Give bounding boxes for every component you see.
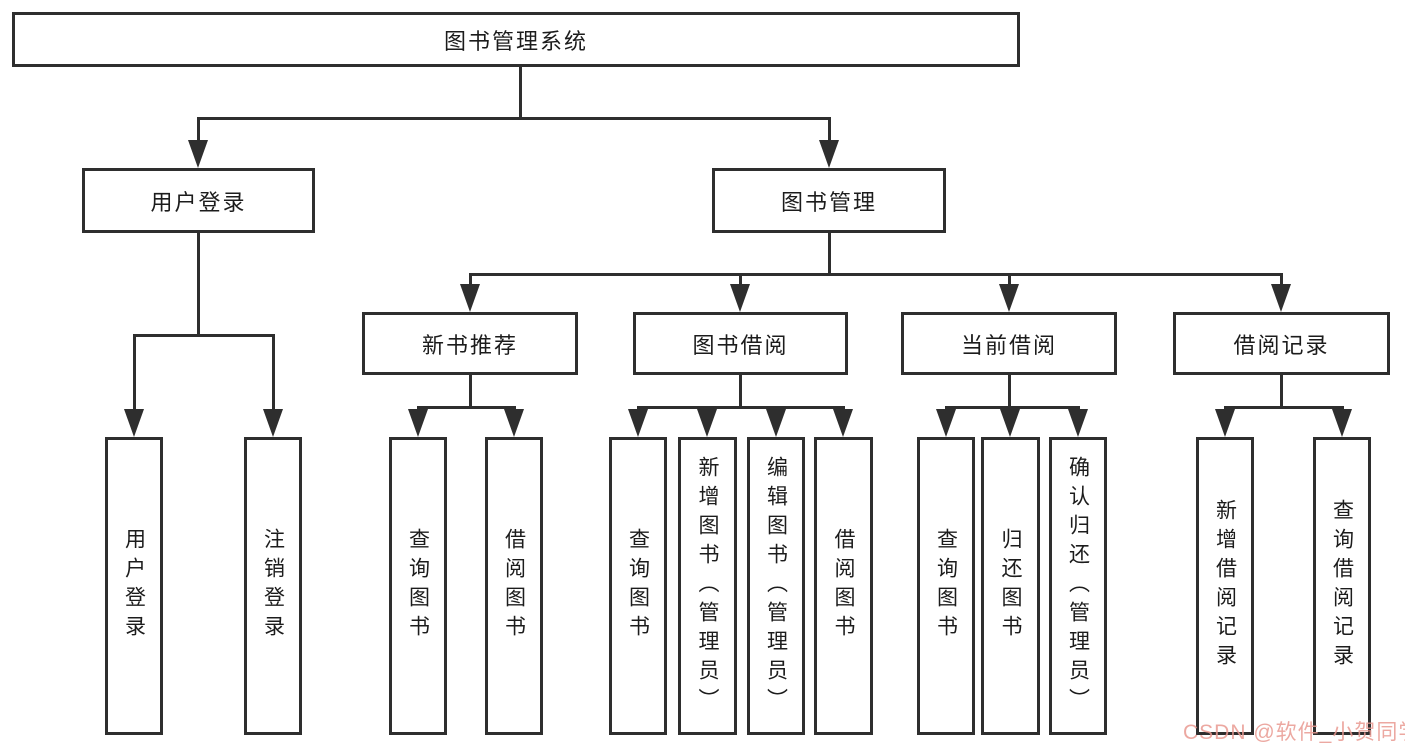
arrow-borrow-record (1271, 284, 1291, 312)
arrow-current-return (1000, 409, 1020, 437)
connector-book-management-stem (828, 233, 831, 275)
connector-current-borrow-horizontal (945, 406, 1080, 409)
node-current-borrowing: 当前借阅 (901, 312, 1117, 375)
connector-drop-user-login (197, 117, 200, 143)
arrow-current-borrow (999, 284, 1019, 312)
arrow-book-borrow (730, 284, 750, 312)
leaf-current-query-book: 查询图书 (917, 437, 975, 735)
node-user-login-label: 用户登录 (150, 189, 247, 215)
leaf-current-return-book-label: 归还图书 (999, 528, 1022, 644)
leaf-record-add-borrow-record-label: 新增借阅记录 (1213, 499, 1237, 673)
connector-new-book-stem (469, 375, 472, 408)
leaf-newbook-borrow-book: 借阅图书 (485, 437, 543, 735)
connector-current-borrow-stem (1008, 375, 1011, 408)
leaf-user-login-label: 用户登录 (122, 528, 146, 644)
leaf-borrow-borrow-book-label: 借阅图书 (832, 528, 855, 644)
connector-drop-book-management (828, 117, 831, 143)
connector-new-book-horizontal (417, 406, 516, 409)
connector-book-borrow-stem (739, 375, 742, 408)
connector-borrow-record-horizontal (1224, 406, 1344, 409)
arrow-record-query (1332, 409, 1352, 437)
arrow-borrow-borrow (833, 409, 853, 437)
leaf-borrow-add-book-admin-label: 新增图书（管理员） (696, 455, 719, 717)
node-root-system-label: 图书管理系统 (443, 28, 588, 54)
leaf-current-confirm-return-admin: 确认归还（管理员） (1049, 437, 1107, 735)
leaf-borrow-borrow-book: 借阅图书 (814, 437, 873, 735)
connector-borrow-record-stem (1280, 375, 1283, 408)
node-book-borrowing-label: 图书借阅 (692, 332, 789, 358)
arrow-borrow-query (628, 409, 648, 437)
leaf-borrow-query-book-label: 查询图书 (626, 528, 650, 644)
leaf-current-return-book: 归还图书 (981, 437, 1040, 735)
leaf-record-query-borrow-record-label: 查询借阅记录 (1330, 499, 1354, 673)
connector-drop-current-borrow (1008, 273, 1011, 287)
connector-drop-book-borrow (739, 273, 742, 287)
leaf-user-login: 用户登录 (105, 437, 163, 735)
leaf-borrow-edit-book-admin: 编辑图书（管理员） (747, 437, 805, 735)
connector-user-login-stem (197, 233, 200, 336)
node-book-management-label: 图书管理 (780, 189, 877, 215)
node-book-borrowing: 图书借阅 (633, 312, 848, 375)
leaf-newbook-query-book: 查询图书 (389, 437, 447, 735)
leaf-current-query-book-label: 查询图书 (934, 528, 958, 644)
node-borrowing-records-label: 借阅记录 (1233, 332, 1330, 358)
leaf-newbook-borrow-book-label: 借阅图书 (502, 528, 526, 644)
leaf-record-query-borrow-record: 查询借阅记录 (1313, 437, 1371, 735)
arrow-newbook-query (408, 409, 428, 437)
csdn-watermark: CSDN @软件_小贺同学 (1183, 721, 1405, 744)
leaf-newbook-query-book-label: 查询图书 (406, 528, 430, 644)
connector-drop-borrow-record (1280, 273, 1283, 287)
arrow-newbook-borrow (504, 409, 524, 437)
node-borrowing-records: 借阅记录 (1173, 312, 1390, 375)
arrow-user-login (188, 140, 208, 168)
connector-root-stem (519, 67, 522, 117)
arrow-borrow-edit (766, 409, 786, 437)
connector-level2-horizontal (469, 273, 1282, 276)
arrow-record-add (1215, 409, 1235, 437)
node-new-book-recommendation: 新书推荐 (362, 312, 578, 375)
node-current-borrowing-label: 当前借阅 (960, 332, 1057, 358)
connector-user-login-horizontal (133, 334, 275, 337)
node-book-management: 图书管理 (712, 168, 946, 233)
leaf-logout: 注销登录 (244, 437, 302, 735)
arrow-leaf-logout (263, 409, 283, 437)
leaf-record-add-borrow-record: 新增借阅记录 (1196, 437, 1254, 735)
connector-drop-new-book (469, 273, 472, 287)
arrow-new-book (460, 284, 480, 312)
leaf-borrow-edit-book-admin-label: 编辑图书（管理员） (764, 455, 788, 717)
node-user-login: 用户登录 (82, 168, 315, 233)
arrow-leaf-user-login (124, 409, 144, 437)
connector-book-borrow-horizontal (637, 406, 845, 409)
leaf-borrow-add-book-admin: 新增图书（管理员） (678, 437, 737, 735)
node-root-system: 图书管理系统 (12, 12, 1020, 67)
arrow-book-management (819, 140, 839, 168)
node-new-book-recommendation-label: 新书推荐 (421, 332, 518, 358)
connector-drop-leaf-logout (272, 334, 275, 410)
arrow-borrow-add (697, 409, 717, 437)
arrow-current-confirm (1068, 409, 1088, 437)
leaf-logout-label: 注销登录 (261, 528, 285, 644)
connector-drop-leaf-user-login (133, 334, 136, 410)
leaf-borrow-query-book: 查询图书 (609, 437, 667, 735)
leaf-current-confirm-return-admin-label: 确认归还（管理员） (1066, 455, 1090, 717)
connector-root-horizontal (197, 117, 831, 120)
arrow-current-query (936, 409, 956, 437)
